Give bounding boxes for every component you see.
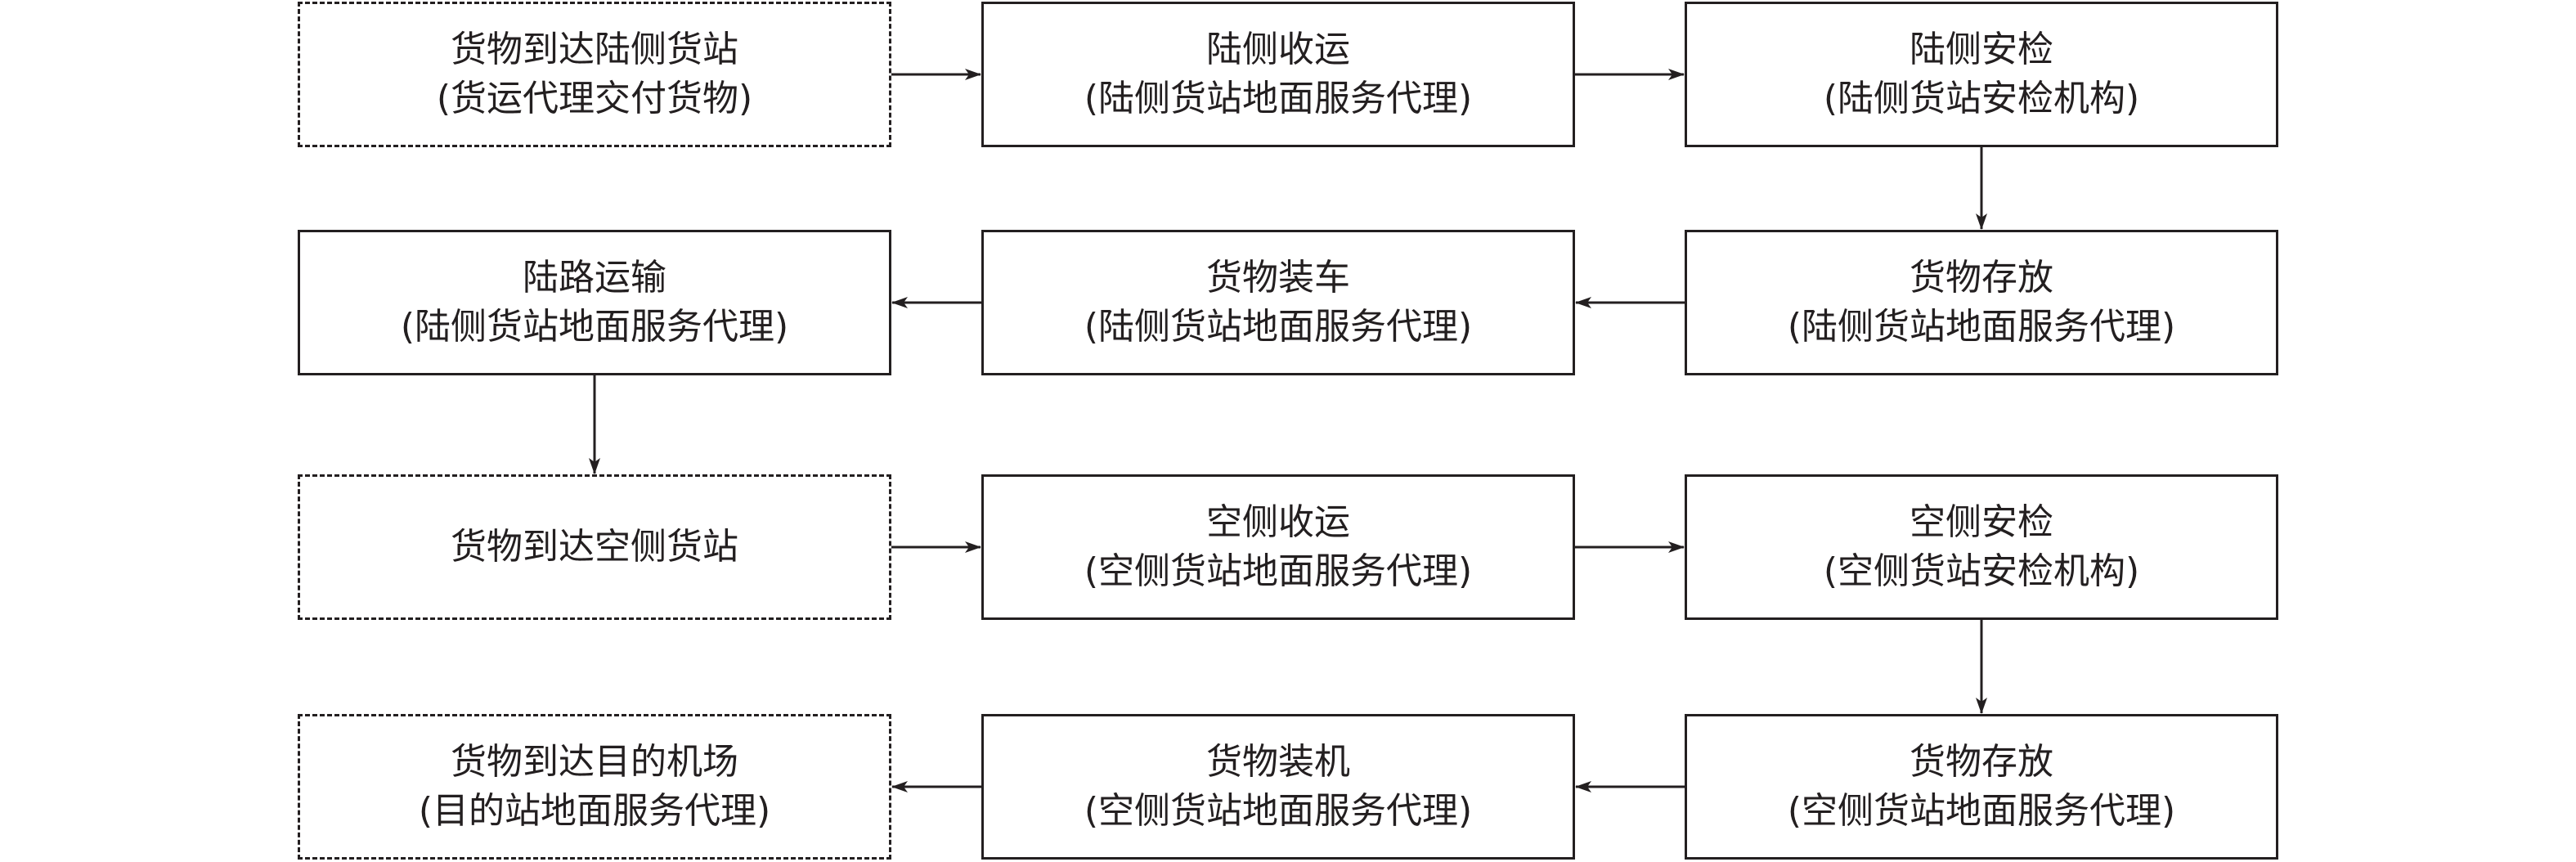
node-land-transport: 陆路运输 (陆侧货站地面服务代理) [298,230,891,375]
node-goods-storage-landside: 货物存放 (陆侧货站地面服务代理) [1685,230,2278,375]
node-goods-arrive-landside-station: 货物到达陆侧货站 (货运代理交付货物) [298,2,891,147]
node-title: 陆侧安检 [1910,29,2053,70]
node-goods-loading-truck: 货物装车 (陆侧货站地面服务代理) [981,230,1575,375]
node-subtitle: (空侧货站地面服务代理) [1787,790,2176,832]
node-subtitle: (陆侧货站安检机构) [1823,78,2140,119]
node-landside-security-check: 陆侧安检 (陆侧货站安检机构) [1685,2,2278,147]
node-goods-arrive-destination-airport: 货物到达目的机场 (目的站地面服务代理) [298,714,891,860]
node-subtitle: (货运代理交付货物) [436,78,753,119]
node-title: 货物存放 [1910,741,2053,783]
node-title: 货物到达陆侧货站 [451,29,738,70]
node-goods-loading-aircraft: 货物装机 (空侧货站地面服务代理) [981,714,1575,860]
node-title: 货物到达目的机场 [451,741,738,783]
node-subtitle: (空侧货站安检机构) [1823,550,2140,592]
node-subtitle: (陆侧货站地面服务代理) [1084,306,1473,348]
node-title: 货物装机 [1206,741,1350,783]
node-title: 陆侧收运 [1206,29,1350,70]
node-title: 空侧安检 [1910,501,2053,543]
node-title: 陆路运输 [523,257,666,299]
node-subtitle: (陆侧货站地面服务代理) [1787,306,2176,348]
node-subtitle: (空侧货站地面服务代理) [1084,790,1473,832]
node-title: 货物到达空侧货站 [451,526,738,568]
node-landside-acceptance: 陆侧收运 (陆侧货站地面服务代理) [981,2,1575,147]
node-subtitle: (目的站地面服务代理) [418,790,771,832]
node-title: 货物存放 [1910,257,2053,299]
node-subtitle: (陆侧货站地面服务代理) [1084,78,1473,119]
node-subtitle: (陆侧货站地面服务代理) [400,306,789,348]
node-airside-security-check: 空侧安检 (空侧货站安检机构) [1685,474,2278,620]
node-goods-arrive-airside-station: 货物到达空侧货站 [298,474,891,620]
node-title: 空侧收运 [1206,501,1350,543]
node-title: 货物装车 [1206,257,1350,299]
node-subtitle: (空侧货站地面服务代理) [1084,550,1473,592]
node-goods-storage-airside: 货物存放 (空侧货站地面服务代理) [1685,714,2278,860]
node-airside-acceptance: 空侧收运 (空侧货站地面服务代理) [981,474,1575,620]
